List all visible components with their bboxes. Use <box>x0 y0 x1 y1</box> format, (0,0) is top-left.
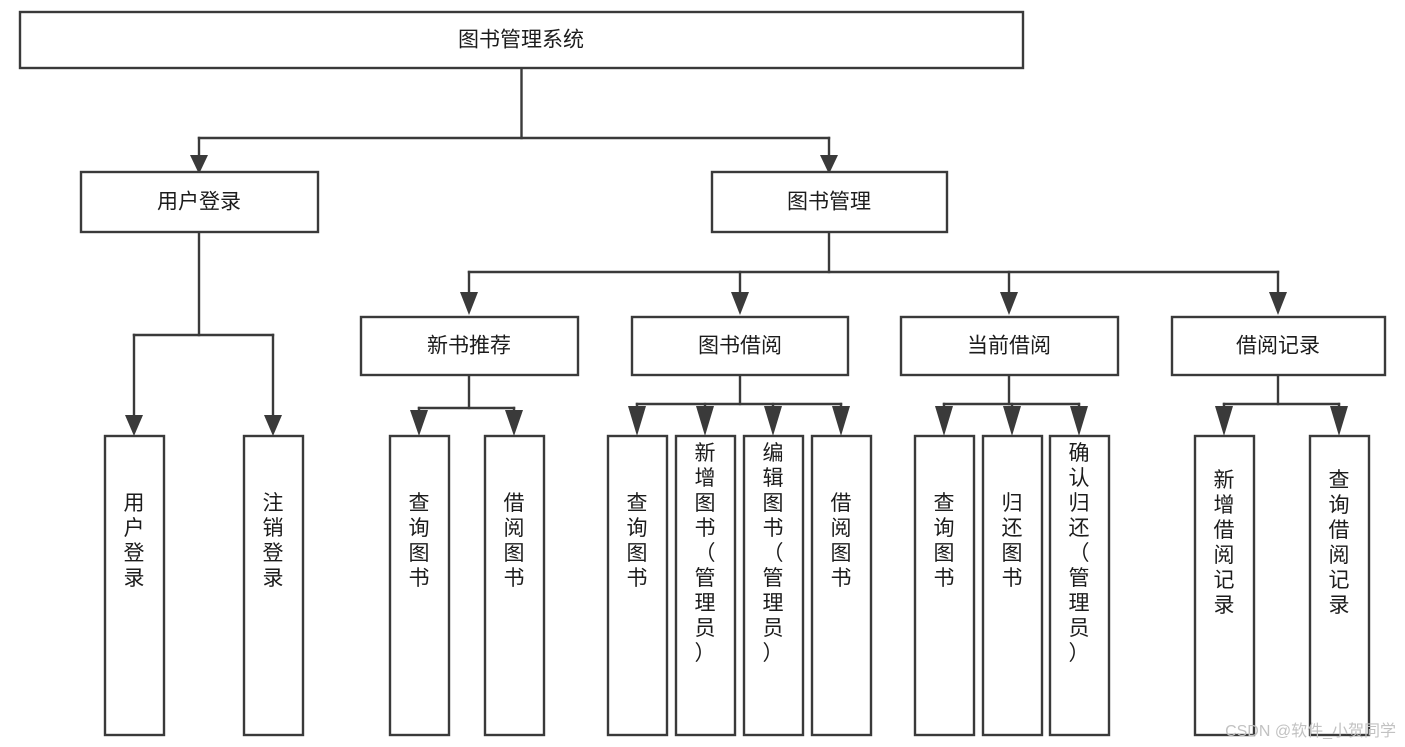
arrow-head-borrow-record <box>1269 292 1287 315</box>
node-leaf-borrow-book-2-box[interactable] <box>810 434 873 737</box>
arrow-head-new-book-recommend <box>460 292 478 315</box>
arrow-head-current-borrow <box>1000 292 1018 315</box>
node-leaf-borrow-book-2[interactable]: 借阅图书 <box>810 434 873 737</box>
node-book-management[interactable]: 图书管理 <box>710 170 949 234</box>
connector-layer <box>125 66 1348 436</box>
arrow-head-leaf-query-book-2 <box>628 406 646 436</box>
arrow-head-leaf-user-login <box>125 415 143 436</box>
arrow-head-user-login <box>190 155 208 174</box>
node-leaf-add-record-box[interactable] <box>1193 434 1256 737</box>
node-user-login[interactable]: 用户登录 <box>79 170 320 234</box>
node-leaf-query-book-1-box[interactable] <box>388 434 451 737</box>
node-leaf-user-login-label: 用户登录 <box>124 492 145 590</box>
arrow-head-book-management <box>820 155 838 174</box>
node-new-book-recommend-box[interactable] <box>359 315 580 377</box>
node-leaf-edit-book[interactable]: 编辑图书（管理员） <box>742 434 805 737</box>
node-leaf-confirm-return-label: 确认归还（管理员） <box>1069 442 1090 665</box>
node-book-management-box[interactable] <box>710 170 949 234</box>
node-book-borrow-label: 图书借阅 <box>698 335 782 358</box>
node-leaf-add-record-label: 新增借阅记录 <box>1214 469 1235 617</box>
node-book-borrow[interactable]: 图书借阅 <box>630 315 850 377</box>
node-book-borrow-box[interactable] <box>630 315 850 377</box>
node-leaf-add-record[interactable]: 新增借阅记录 <box>1193 434 1256 737</box>
node-leaf-user-logout-box[interactable] <box>242 434 305 737</box>
arrow-head-leaf-confirm-return <box>1070 406 1088 436</box>
node-user-login-label: 用户登录 <box>157 191 241 214</box>
node-leaf-return-book-box[interactable] <box>981 434 1044 737</box>
arrow-head-book-borrow <box>731 292 749 315</box>
node-book-management-label: 图书管理 <box>787 191 871 214</box>
node-root-box[interactable] <box>18 10 1025 70</box>
node-leaf-user-login-box[interactable] <box>103 434 166 737</box>
node-new-book-recommend-label: 新书推荐 <box>427 335 511 358</box>
node-leaf-borrow-book-1-box[interactable] <box>483 434 546 737</box>
node-leaf-user-login[interactable]: 用户登录 <box>103 434 166 737</box>
csdn-watermark: CSDN @软件_小贺同学 <box>1225 722 1396 740</box>
node-leaf-borrow-book-1[interactable]: 借阅图书 <box>483 434 546 737</box>
node-leaf-edit-book-label: 编辑图书（管理员） <box>763 442 784 665</box>
arrow-head-leaf-add-book <box>696 406 714 436</box>
node-leaf-add-book[interactable]: 新增图书（管理员） <box>674 434 737 737</box>
arrow-head-leaf-query-book-1 <box>410 410 428 436</box>
node-leaf-borrow-book-2-label: 借阅图书 <box>831 492 852 590</box>
node-leaf-add-book-label: 新增图书（管理员） <box>695 442 716 665</box>
arrow-head-leaf-user-logout <box>264 415 282 436</box>
arrow-head-leaf-borrow-book-1 <box>505 410 523 436</box>
arrow-head-leaf-borrow-book-2 <box>832 406 850 436</box>
node-root-label: 图书管理系统 <box>458 29 584 52</box>
arrow-head-leaf-edit-book <box>764 406 782 436</box>
arrow-head-leaf-return-book <box>1003 406 1021 436</box>
node-user-login-box[interactable] <box>79 170 320 234</box>
node-leaf-user-logout-label: 注销登录 <box>263 492 284 590</box>
node-root[interactable]: 图书管理系统 <box>18 10 1025 70</box>
node-leaf-edit-book-box[interactable] <box>742 434 805 737</box>
arrow-head-leaf-query-book-3 <box>935 406 953 436</box>
node-leaf-borrow-book-1-label: 借阅图书 <box>504 492 525 590</box>
node-leaf-query-book-2-label: 查询图书 <box>627 492 648 590</box>
node-leaf-query-book-2[interactable]: 查询图书 <box>606 434 669 737</box>
node-leaf-query-book-2-box[interactable] <box>606 434 669 737</box>
node-borrow-record[interactable]: 借阅记录 <box>1170 315 1387 377</box>
node-borrow-record-box[interactable] <box>1170 315 1387 377</box>
node-new-book-recommend[interactable]: 新书推荐 <box>359 315 580 377</box>
node-current-borrow[interactable]: 当前借阅 <box>899 315 1120 377</box>
node-leaf-query-book-1-label: 查询图书 <box>409 492 430 590</box>
node-leaf-query-book-3-label: 查询图书 <box>934 492 955 590</box>
node-leaf-user-logout[interactable]: 注销登录 <box>242 434 305 737</box>
node-leaf-query-record-box[interactable] <box>1308 434 1371 737</box>
arrow-head-leaf-add-record <box>1215 406 1233 436</box>
node-current-borrow-label: 当前借阅 <box>967 335 1051 358</box>
node-leaf-confirm-return-box[interactable] <box>1048 434 1111 737</box>
node-leaf-confirm-return[interactable]: 确认归还（管理员） <box>1048 434 1111 737</box>
node-leaf-query-book-3[interactable]: 查询图书 <box>913 434 976 737</box>
node-leaf-query-record[interactable]: 查询借阅记录 <box>1308 434 1371 737</box>
node-leaf-return-book[interactable]: 归还图书 <box>981 434 1044 737</box>
node-borrow-record-label: 借阅记录 <box>1236 335 1320 358</box>
node-leaf-return-book-label: 归还图书 <box>1002 492 1023 590</box>
node-leaf-query-book-3-box[interactable] <box>913 434 976 737</box>
node-leaf-query-book-1[interactable]: 查询图书 <box>388 434 451 737</box>
node-leaf-add-book-box[interactable] <box>674 434 737 737</box>
node-current-borrow-box[interactable] <box>899 315 1120 377</box>
node-leaf-query-record-label: 查询借阅记录 <box>1329 469 1350 617</box>
arrow-head-leaf-query-record <box>1330 406 1348 436</box>
